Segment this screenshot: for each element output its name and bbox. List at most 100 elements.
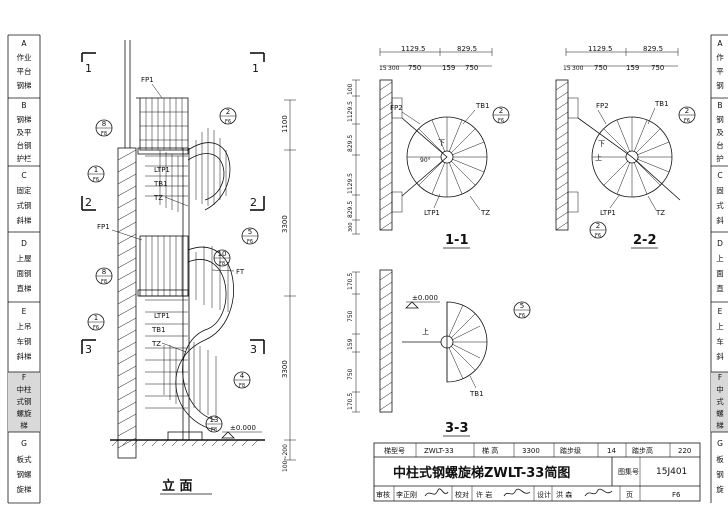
section-mark-2-right: 2 — [250, 196, 265, 211]
right-tab-c-letter: C — [717, 171, 722, 180]
label-tb1-lower: TB1 — [151, 326, 166, 334]
svg-text:梯: 梯 — [20, 420, 28, 430]
svg-text:2: 2 — [499, 107, 503, 115]
svg-text:面钢: 面钢 — [17, 268, 32, 278]
svg-text:FP2: FP2 — [390, 104, 403, 112]
svg-text:LTP1: LTP1 — [424, 209, 440, 217]
svg-text:F6: F6 — [247, 239, 253, 245]
side-tab-d[interactable]: D 上屋 面钢 直梯 — [17, 239, 32, 293]
ground-line — [110, 431, 265, 447]
label-ltp1-upper: LTP1 — [154, 166, 170, 174]
side-tab-a[interactable]: A 作业 平台 钢梯 — [17, 39, 32, 90]
svg-text:159: 159 — [442, 64, 455, 72]
side-tab-g[interactable]: G 板式 钢螺 旋梯 — [17, 439, 32, 494]
svg-text:8: 8 — [102, 120, 106, 128]
svg-text:F6: F6 — [93, 325, 99, 331]
svg-text:1: 1 — [94, 166, 98, 174]
svg-text:±0.000: ±0.000 — [230, 424, 256, 432]
right-tab-b-l3: 护 — [716, 153, 724, 163]
side-tab-e[interactable]: E 上吊 车钢 斜梯 — [17, 307, 32, 361]
svg-text:F8: F8 — [219, 261, 225, 267]
callout-8-f8-lower: 8 F8 — [95, 267, 113, 285]
svg-text:上吊: 上吊 — [17, 322, 32, 331]
callout-4-f8: 4 F8 — [233, 371, 251, 389]
upper-railing — [124, 40, 189, 151]
svg-text:钢梯: 钢梯 — [17, 114, 32, 124]
plan1-callout: 2 F6 — [492, 106, 510, 124]
svg-text:170.5: 170.5 — [347, 273, 354, 290]
svg-text:8: 8 — [102, 268, 106, 276]
tb-steps-label: 踏步级 — [560, 446, 581, 455]
callout-1-f6-lower: 1 F6 — [87, 313, 105, 331]
svg-text:TZ: TZ — [655, 209, 665, 217]
svg-text:3300: 3300 — [281, 360, 289, 378]
svg-text:平台: 平台 — [17, 66, 32, 76]
plan1-title: 1-1 — [445, 233, 469, 248]
label-fp1-upper: FP1 — [141, 76, 154, 84]
section-mark-2-left: 2 — [81, 196, 96, 211]
right-tab-g-l1: 钢 — [716, 469, 724, 479]
svg-text:750: 750 — [347, 310, 354, 322]
right-tab-c-l0: 固 — [716, 186, 724, 195]
svg-text:作业: 作业 — [17, 52, 32, 62]
svg-text:100~200: 100~200 — [282, 444, 289, 472]
tb-main-title: 中柱式钢螺旋梯ZWLT-33简图 — [393, 465, 570, 481]
upper-spiral — [137, 128, 231, 212]
right-tab-e-l2: 斜 — [716, 351, 724, 361]
plan2-callout-lower: 2 F6 — [589, 221, 607, 239]
svg-text:D: D — [21, 239, 27, 248]
side-tab-c[interactable]: C 固定 式钢 斜梯 — [17, 171, 32, 225]
right-tab-b-l0: 钢 — [716, 114, 724, 124]
svg-text:300: 300 — [572, 65, 584, 72]
svg-text:及平: 及平 — [17, 128, 32, 137]
tb-designer-signature — [584, 488, 613, 497]
label-tz-upper: TZ — [153, 194, 163, 202]
svg-text:750: 750 — [347, 368, 354, 380]
svg-text:F6: F6 — [93, 177, 99, 183]
svg-text:1129.5: 1129.5 — [588, 45, 613, 53]
svg-text:10: 10 — [218, 250, 227, 258]
svg-text:829.5: 829.5 — [457, 45, 477, 53]
right-tab-c-l1: 式 — [716, 200, 724, 210]
tb-reviewer: 李正刚 — [396, 490, 417, 499]
tb-atlas-value: 15J401 — [656, 467, 687, 477]
right-tab-a-l2: 钢 — [716, 80, 724, 90]
label-tb1-upper: TB1 — [153, 180, 168, 188]
central-column — [182, 148, 190, 440]
svg-text:钢梯: 钢梯 — [17, 80, 32, 90]
svg-text:750: 750 — [465, 64, 478, 72]
svg-text:F: F — [22, 373, 26, 382]
svg-text:式钢: 式钢 — [17, 200, 32, 210]
svg-text:钢螺: 钢螺 — [17, 469, 32, 479]
svg-text:15: 15 — [379, 65, 387, 72]
svg-text:A: A — [21, 39, 27, 48]
right-tab-f-letter: F — [718, 373, 722, 382]
svg-text:±0.000: ±0.000 — [412, 294, 438, 302]
right-tab-a-l1: 平 — [716, 67, 724, 76]
plan-3-3: 170.5 750 159 750 170.5 ±0.000 上 TB1 5 F… — [347, 269, 531, 437]
right-tab-c-l2: 斜 — [716, 215, 724, 225]
svg-text:TB1: TB1 — [469, 390, 484, 398]
tb-page-value: F6 — [672, 491, 681, 499]
right-tab-d-l1: 面 — [716, 269, 724, 278]
svg-text:90°: 90° — [420, 157, 431, 164]
tb-atlas-label: 图集号 — [618, 467, 639, 476]
side-tab-b[interactable]: B 钢梯 及平 台钢 护栏 — [17, 101, 32, 163]
right-tab-d-l2: 直 — [716, 283, 724, 293]
svg-text:F6: F6 — [519, 313, 525, 319]
label-ltp1-lower: LTP1 — [154, 312, 170, 320]
plan2-callout-upper: 2 F6 — [678, 106, 696, 124]
right-tab-d-l0: 上 — [716, 254, 724, 263]
plan3-callout: 5 F6 — [513, 301, 531, 319]
svg-text:上屋: 上屋 — [17, 254, 32, 263]
tb-checker: 许 岩 — [476, 490, 492, 499]
tb-model-value: ZWLT-33 — [424, 447, 454, 455]
right-tab-strip: A 作 平 钢 B 钢 及 台 护 C 固 式 斜 D 上 面 直 E 上 车 … — [710, 34, 728, 503]
svg-text:旋梯: 旋梯 — [17, 484, 32, 494]
wall-column — [117, 147, 137, 459]
section-mark-1-left: 1 — [81, 52, 96, 75]
right-tab-g-l0: 板 — [716, 454, 724, 464]
tb-check-label: 校对 — [455, 490, 469, 499]
side-tab-f[interactable]: F 中柱 式钢 螺旋 梯 — [17, 373, 32, 430]
